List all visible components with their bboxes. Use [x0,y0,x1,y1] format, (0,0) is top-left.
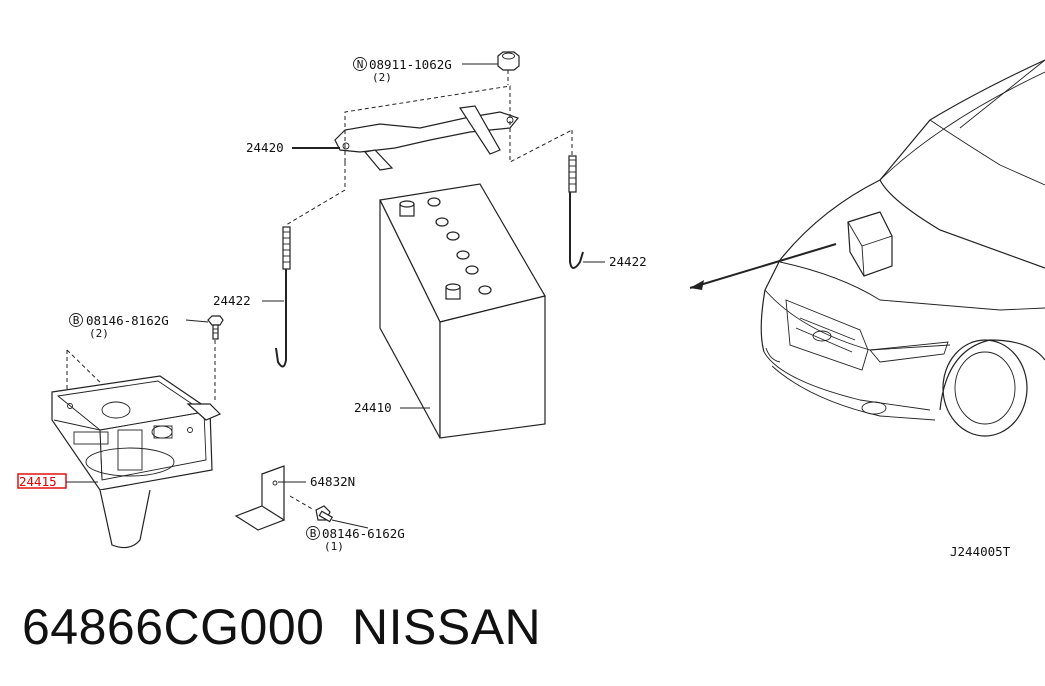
bracket-callout[interactable]: 64832N [278,474,355,489]
bolt-lower-qty-label: (1) [324,540,344,553]
part-number: 64866CG000 [22,599,325,655]
battery[interactable] [379,183,546,439]
rod-right-callout[interactable]: 24422 [583,254,647,269]
nut-qty-label: (2) [372,71,392,84]
bolt-lower-callout[interactable]: B 08146-6162G (1) [306,519,405,553]
hold-down-frame[interactable] [334,105,520,171]
hold-down-rod-left[interactable] [275,226,291,368]
bolt-lower-prefix: B [310,527,317,540]
battery-callout[interactable]: 24410 [354,400,430,415]
battery-label: 24410 [354,400,392,415]
battery-cell-caps [427,197,492,295]
battery-tray[interactable] [51,375,222,491]
tray-highlight-box [17,473,67,489]
tray-support-leg [99,489,151,549]
bracket-label: 64832N [310,474,355,489]
brand-name: NISSAN [352,599,542,655]
flange-nut[interactable] [497,51,520,85]
bolt-upper-qty-label: (2) [89,327,109,340]
bolt-upper-callout[interactable]: B 08146-8162G (2) [69,313,209,340]
parts-diagram: N 08911-1062G (2) 24420 24422 [17,51,1045,559]
hold-down-rod-right[interactable] [568,155,584,269]
nut-code-label: 08911-1062G [369,57,452,72]
diagram-code: J244005T [950,544,1011,559]
tray-callout[interactable]: 24415 [17,473,98,489]
rod-left-label: 24422 [213,293,251,308]
bolt-lower[interactable] [289,495,334,523]
hold-down-frame-label: 24420 [246,140,284,155]
bracket[interactable] [234,465,286,531]
rod-right-label: 24422 [609,254,647,269]
battery-location-marker [847,211,893,277]
location-arrow [689,243,837,290]
battery-terminal-positive [445,283,461,300]
bolt-lower-code-label: 08146-6162G [322,526,405,541]
bolt-upper-prefix: B [73,314,80,327]
nut-prefix-circle [353,57,367,71]
bolt-lower-prefix-circle [306,526,320,540]
bolt-upper-code-label: 08146-8162G [86,313,169,328]
battery-terminal-negative [399,200,415,217]
bolt-upper-prefix-circle [69,313,83,327]
hold-down-frame-callout[interactable]: 24420 [246,140,340,155]
vehicle-outline [760,59,1045,437]
rod-left-callout[interactable]: 24422 [213,293,284,308]
bolt-upper[interactable] [207,315,224,400]
tray-label: 24415 [19,474,57,489]
nut-callout[interactable]: N 08911-1062G (2) [353,57,499,84]
nut-prefix: N [357,58,364,71]
